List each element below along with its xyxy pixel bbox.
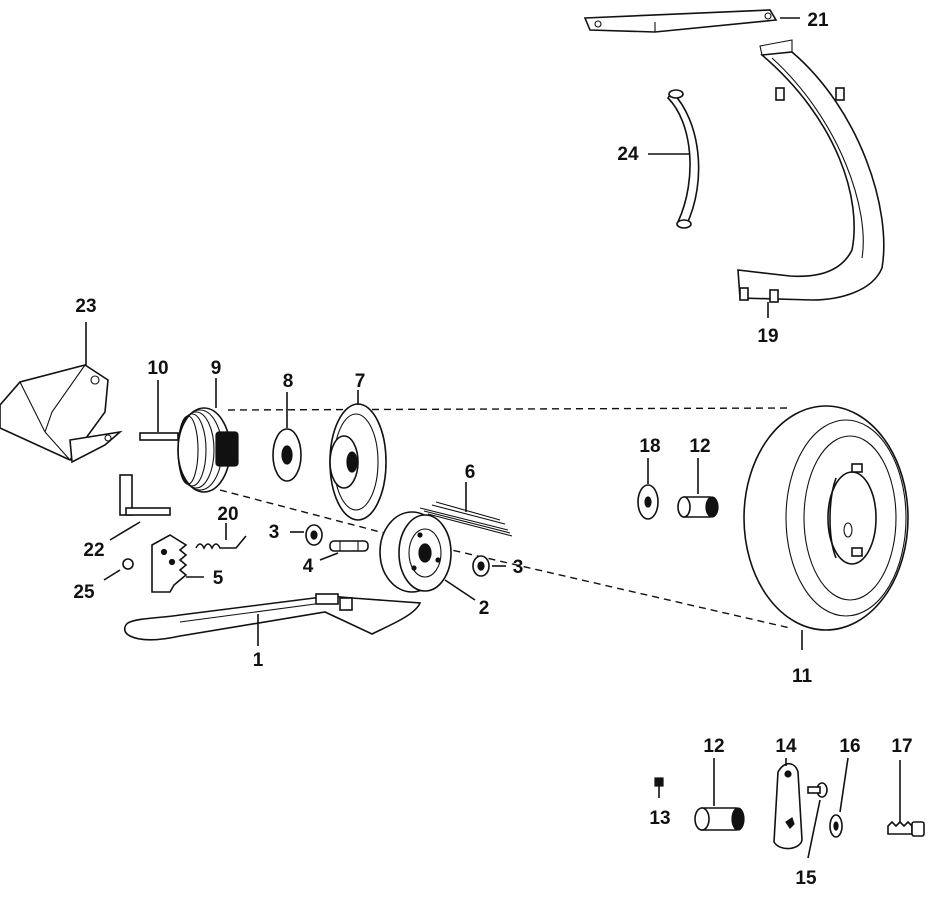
part-18-washer: [637, 458, 659, 520]
callout-9: 9: [211, 358, 222, 379]
callout-2: 2: [479, 598, 490, 619]
part-5-ratchet-plate: [151, 534, 204, 593]
part-12-bushing-lower: [694, 758, 745, 831]
part-6-spring-bundle: [419, 482, 513, 537]
callout-14: 14: [775, 736, 797, 757]
callout-3-right: 3: [513, 557, 524, 578]
part-3-washer-right: [472, 555, 506, 577]
part-1-handle: [123, 593, 422, 646]
part-24-curved-strip: [648, 89, 700, 229]
callout-24: 24: [617, 144, 639, 165]
part-11-wheel: [743, 405, 909, 650]
callout-5: 5: [213, 568, 224, 589]
part-3-washer-left: [290, 524, 323, 546]
callout-25: 25: [73, 582, 95, 603]
callout-16: 16: [839, 736, 860, 757]
callout-6: 6: [465, 462, 476, 483]
callout-22: 22: [83, 540, 104, 561]
callout-3-left: 3: [269, 522, 280, 543]
part-2-drum: [379, 511, 476, 601]
part-9-pulley: [177, 378, 239, 493]
callout-12-lower: 12: [703, 736, 724, 757]
part-15-bolt: [807, 782, 828, 859]
part-8-washer: [272, 392, 302, 482]
callout-13: 13: [649, 808, 670, 829]
callout-8: 8: [283, 371, 294, 392]
callout-20: 20: [217, 504, 238, 525]
callout-19: 19: [757, 326, 778, 347]
part-25-nut: [103, 558, 134, 581]
callout-15: 15: [795, 868, 817, 889]
callout-7: 7: [355, 371, 366, 392]
part-22-bracket-pin: [109, 474, 171, 541]
callout-18: 18: [639, 436, 660, 457]
part-4-axle: [319, 540, 369, 561]
callout-17: 17: [891, 736, 912, 757]
part-7-pulley-disc: [329, 390, 387, 521]
part-21-bracket: [583, 9, 800, 33]
callout-11: 11: [792, 666, 813, 687]
part-16-washer: [829, 757, 849, 838]
part-10-pin: [139, 380, 179, 441]
part-14-link-plate: [773, 758, 803, 850]
part-12-bushing-upper: [677, 458, 719, 518]
callout-12-upper: 12: [689, 436, 710, 457]
callout-4: 4: [303, 556, 314, 577]
part-19-wheel-guard: [737, 39, 885, 318]
part-20-spring: [195, 523, 247, 550]
part-17-bolt: [887, 760, 925, 837]
callout-1: 1: [253, 650, 264, 671]
part-23-housing: [0, 322, 123, 464]
part-13-screw: [654, 777, 664, 798]
callout-labels: 1 2 3 3 4 5 6 7 8 9 10 11 12 12 13 14 15…: [73, 10, 912, 889]
callout-21: 21: [807, 10, 829, 31]
callout-10: 10: [147, 358, 168, 379]
callout-23: 23: [75, 296, 96, 317]
